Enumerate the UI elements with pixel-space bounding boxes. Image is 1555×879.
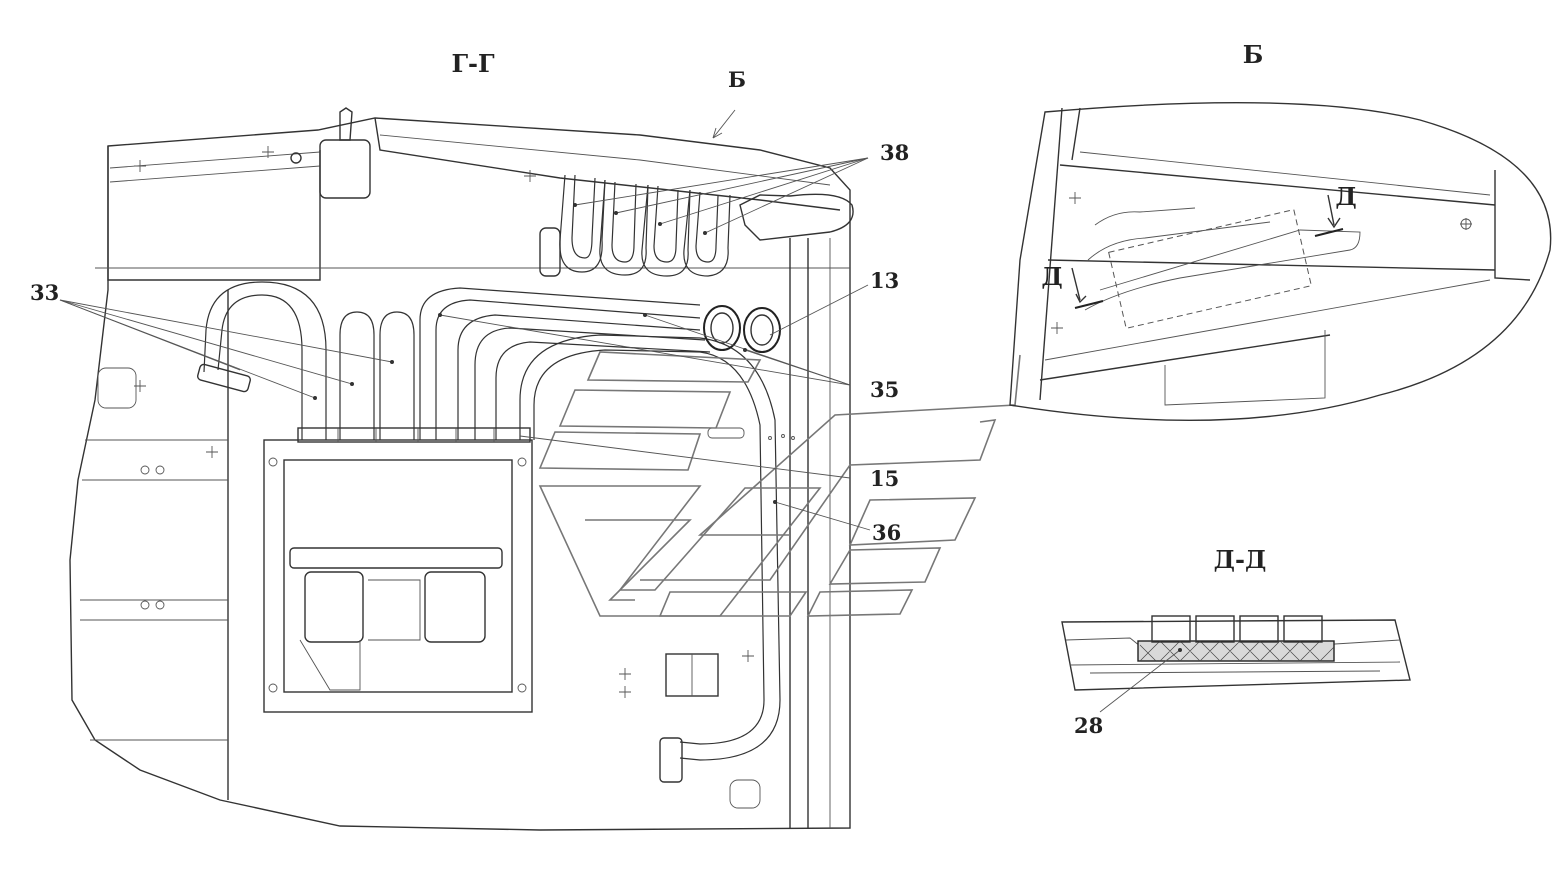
view-arrow-label: Б	[728, 67, 746, 92]
heater-unit	[263, 439, 533, 713]
section-d-d	[1061, 615, 1411, 691]
section-marker-left: Д	[1041, 262, 1062, 291]
pipe-36	[519, 334, 781, 809]
callout-36: 36	[872, 520, 901, 545]
nozzles-13	[703, 305, 781, 353]
detail-view-b	[1009, 102, 1552, 421]
callout-35: 35	[870, 377, 899, 402]
main-view-outline	[69, 117, 851, 831]
callout-38: 38	[880, 140, 909, 165]
callout-15: 15	[870, 466, 899, 491]
pipes-33	[197, 281, 711, 443]
main-view	[69, 107, 854, 831]
louvres	[538, 351, 1021, 617]
section-marker-right: Д	[1335, 182, 1356, 211]
callout-28: 28	[1074, 713, 1103, 738]
callout-33: 33	[30, 280, 59, 305]
leader-lines	[59, 109, 1181, 713]
callout-13: 13	[870, 268, 899, 293]
pipes-38	[539, 174, 854, 277]
title-main-view: Г-Г	[451, 49, 495, 78]
title-detail-view: Б	[1243, 40, 1264, 69]
title-section-view: Д-Д	[1214, 545, 1267, 574]
